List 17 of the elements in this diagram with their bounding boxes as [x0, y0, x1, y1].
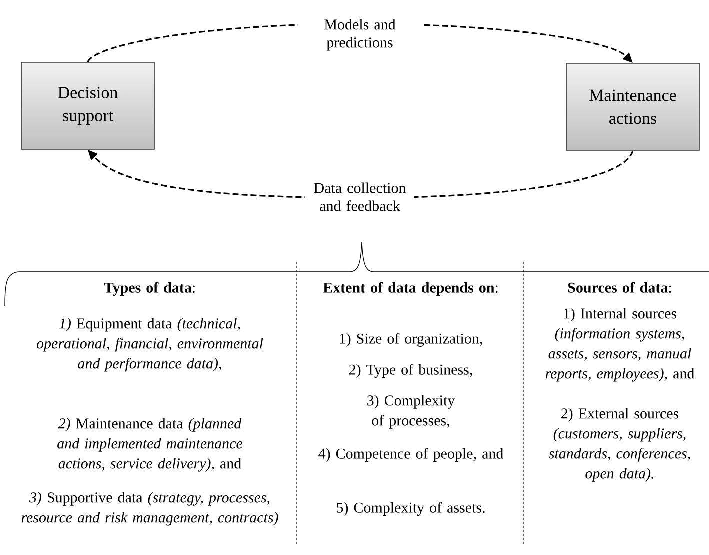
edge-label: Data collection and feedback [306, 180, 414, 214]
list-item: 1) Internal sources (information systems, assets, sensors, manual reports, employees), and [546, 308, 695, 382]
column-heading: Types of data: [104, 282, 195, 296]
list-item: 1) Equipment data (technical, operational, financial, environmental and performance data), [36, 318, 264, 372]
list-item: 2) Maintenance data (planned and implemented maintenance actions, service delivery), and [58, 418, 243, 472]
column-heading: Extent of data depends on: [323, 282, 498, 296]
edge-label: Models and predictions [298, 17, 422, 53]
list-item: 4) Competence of people, and [318, 448, 504, 462]
column-heading: Sources of data: [568, 282, 672, 293]
list-item: 5) Complexity of assets. [337, 502, 485, 516]
list-item: 2) Type of business, [350, 364, 472, 378]
process-box: Decision support [21, 62, 155, 150]
list-item: 1) Size of organization, [340, 333, 482, 347]
list-item: 3) Supportive data (strategy, processes, resource and risk management, contracts) [22, 492, 278, 526]
list-item: 2) External sources (customers, suppliers, standards, conferences, open data). [549, 408, 690, 482]
list-item: 3) Complexity of processes, [368, 395, 456, 429]
process-box: Maintenance actions [566, 63, 700, 151]
